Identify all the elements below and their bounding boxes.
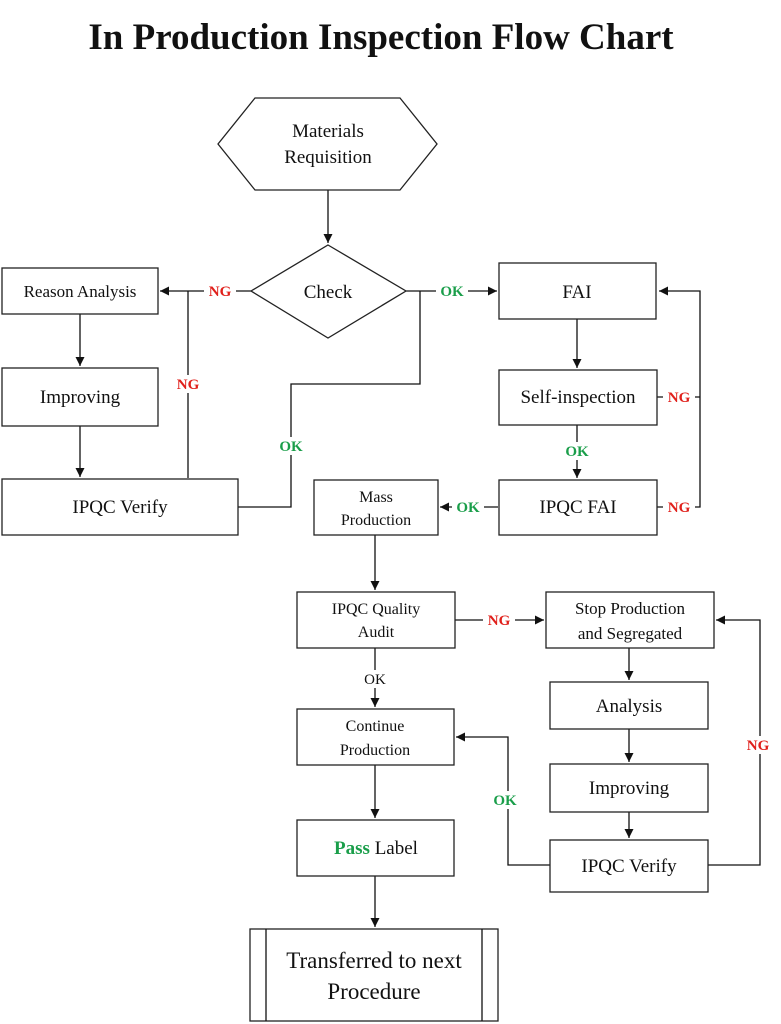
label-self-inspection-ok: OK (565, 444, 589, 460)
node-ipqc-verify-right: IPQC Verify (549, 839, 709, 893)
node-check: Check (249, 244, 408, 339)
node-label: Transferred to next (286, 948, 462, 973)
node-label: Self-inspection (520, 387, 636, 408)
node-label: Check (304, 282, 353, 303)
label-ipqc-fai-ng: NG (668, 500, 691, 516)
edge-labels: NG NG OK OK NG OK NG OK NG OK NG OK (172, 282, 778, 809)
label-audit-ok: OK (364, 672, 386, 688)
node-improving-left: Improving (1, 367, 159, 427)
edge-verify-left-ok-loop (238, 291, 421, 508)
label-ipqc-fai-ok: OK (456, 500, 480, 516)
node-continue-production: Continue Production (296, 708, 455, 766)
node-label: Improving (40, 387, 121, 408)
node-label: Analysis (596, 696, 663, 717)
node-pass-label: Pass Label (296, 819, 455, 877)
node-label: IPQC FAI (539, 497, 616, 518)
label-right-verify-ng: NG (747, 738, 770, 754)
label-right-verify-ok: OK (493, 793, 517, 809)
node-self-inspection: Self-inspection (498, 369, 658, 426)
node-label: Procedure (327, 979, 420, 1004)
node-mass-production: Mass Production (313, 479, 439, 536)
node-analysis: Analysis (549, 681, 709, 730)
node-label: Stop Production (575, 599, 686, 618)
node-reason-analysis: Reason Analysis (1, 267, 159, 315)
node-label: Continue (346, 718, 405, 735)
node-label: Improving (589, 778, 670, 799)
node-fai: FAI (498, 262, 657, 320)
node-label: IPQC Verify (581, 856, 677, 877)
node-label: Mass (359, 489, 393, 506)
node-materials-requisition: Materials Requisition (217, 97, 438, 191)
node-label: Production (341, 512, 411, 529)
node-stop-production: Stop Production and Segregated (545, 591, 715, 649)
label-left-verify-ok: OK (279, 439, 303, 455)
node-ipqc-fai: IPQC FAI (498, 479, 658, 536)
node-label: and Segregated (578, 624, 683, 643)
page-title: In Production Inspection Flow Chart (88, 17, 674, 58)
node-label: Materials (292, 121, 364, 142)
node-label: Production (340, 742, 410, 759)
node-label: IPQC Quality (332, 601, 420, 618)
pass-word: Pass (334, 838, 370, 859)
node-improving-right: Improving (549, 763, 709, 813)
node-label: IPQC Verify (72, 497, 168, 518)
node-label: Reason Analysis (24, 282, 137, 301)
node-label: Requisition (284, 147, 372, 168)
node-ipqc-quality-audit: IPQC Quality Audit (296, 591, 456, 649)
node-label: Audit (358, 624, 395, 641)
node-label: FAI (562, 282, 591, 303)
label-audit-ng: NG (488, 613, 511, 629)
label-self-inspection-ng: NG (668, 390, 691, 406)
node-transferred: Transferred to next Procedure (249, 928, 499, 1022)
label-left-loop-ng: NG (177, 377, 200, 393)
label-check-ok: OK (440, 284, 464, 300)
connectors (75, 190, 761, 927)
label-check-ng: NG (209, 284, 232, 300)
node-ipqc-verify-left: IPQC Verify (1, 478, 239, 536)
label-word: Label (375, 838, 418, 859)
pass-label-text: Pass Label (334, 838, 418, 859)
